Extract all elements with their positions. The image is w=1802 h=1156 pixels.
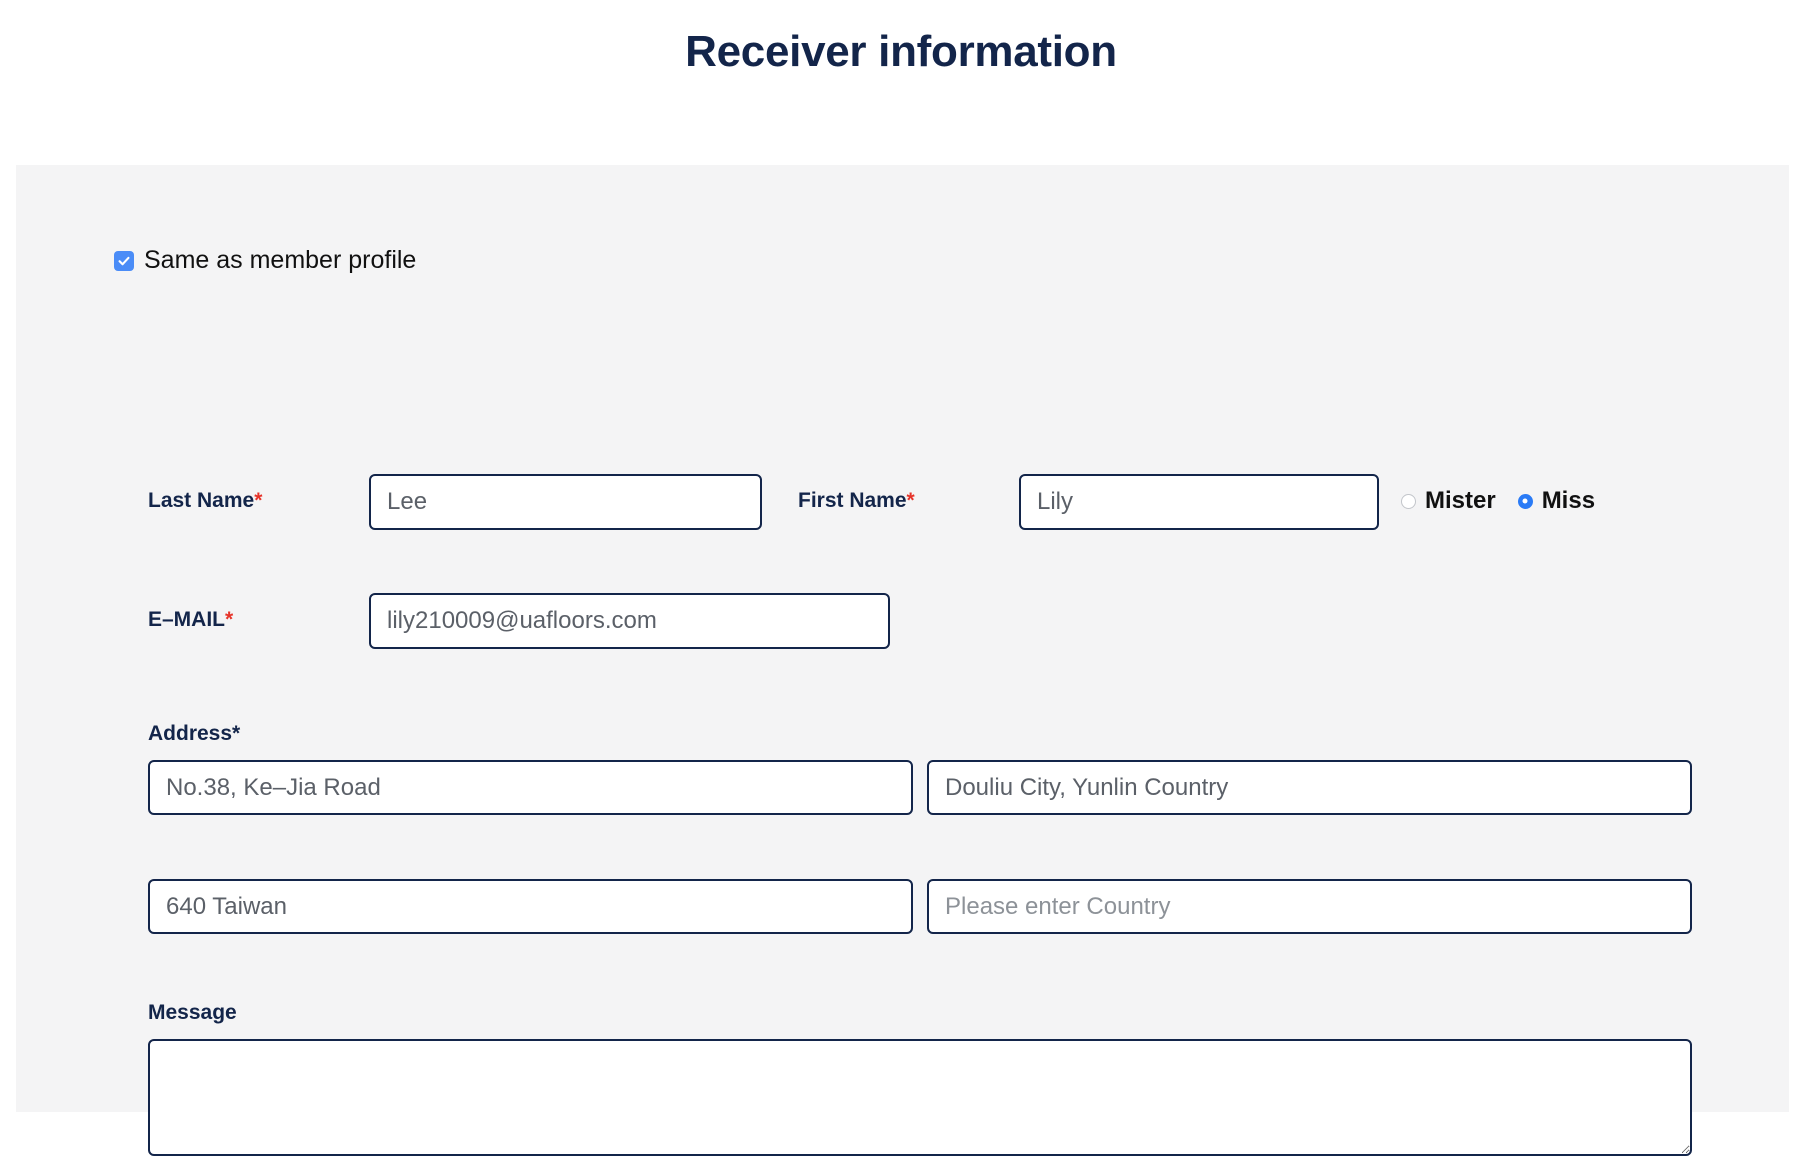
address-line1-input[interactable] [148,760,913,815]
message-label: Message [148,1001,237,1024]
address-city-input[interactable] [927,760,1692,815]
address-label: Address* [148,722,241,745]
salutation-radio-group: Mister Miss [1401,489,1595,513]
same-as-member-profile-row[interactable]: Same as member profile [114,248,416,273]
last-name-input[interactable] [369,474,762,530]
checkbox-checked-icon[interactable] [114,250,134,271]
message-textarea[interactable] [148,1039,1692,1156]
first-name-label: First Name* [798,490,915,511]
radio-unselected-icon[interactable] [1401,493,1416,509]
page-title: Receiver information [685,27,1117,76]
address-postal-input[interactable] [148,879,913,934]
first-name-input[interactable] [1019,474,1379,530]
email-required-asterisk: * [225,608,234,631]
radio-option-mister[interactable]: Mister [1401,489,1496,513]
receiver-information-form-panel: Same as member profile Last Name* First … [16,165,1789,1156]
radio-label-mister: Mister [1425,487,1496,514]
last-name-required-asterisk: * [254,489,263,512]
last-name-label: Last Name* [148,490,262,511]
radio-selected-icon[interactable] [1517,493,1533,509]
first-name-label-text: First Name [798,489,907,512]
email-label-text: E–MAIL [148,608,226,631]
address-country-input[interactable] [927,879,1692,934]
radio-option-miss[interactable]: Miss [1517,487,1596,514]
email-input[interactable] [369,593,890,649]
same-as-member-profile-label: Same as member profile [144,246,417,274]
last-name-label-text: Last Name [148,489,255,512]
receiver-information-page: Receiver information Same as member prof… [0,0,1802,1130]
radio-label-miss: Miss [1541,487,1596,514]
first-name-required-asterisk: * [906,489,915,512]
email-label: E–MAIL* [148,609,233,630]
